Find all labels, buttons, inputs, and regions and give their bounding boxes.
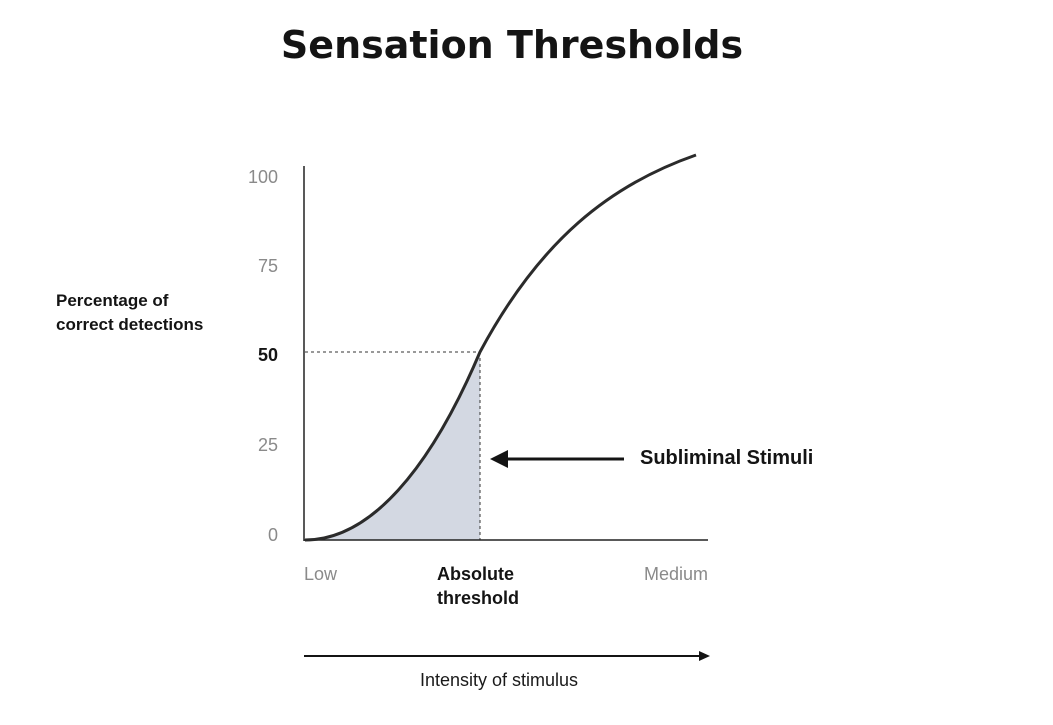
x-label-threshold-line-2: threshold [437,588,519,608]
diagram-title: Sensation Thresholds [281,23,743,67]
detection-curve [304,153,697,542]
subliminal-stimuli-label: Subliminal Stimuli [640,447,813,469]
x-label-low: Low [304,564,338,584]
subliminal-area [305,352,480,540]
x-label-medium: Medium [644,564,708,584]
y-tick-100: 100 [248,167,278,187]
y-tick-75: 75 [258,256,278,276]
x-axis-caption: Intensity of stimulus [420,670,578,690]
y-axis-label-line-2: correct detections [56,315,203,334]
y-axis-label-line-1: Percentage of [56,291,169,310]
y-tick-25: 25 [258,435,278,455]
y-tick-0: 0 [268,525,278,545]
y-tick-50: 50 [258,345,278,365]
x-label-threshold-line-1: Absolute [437,564,514,584]
subliminal-arrow-head-icon [490,450,508,468]
intensity-arrow-head-icon [699,651,710,661]
